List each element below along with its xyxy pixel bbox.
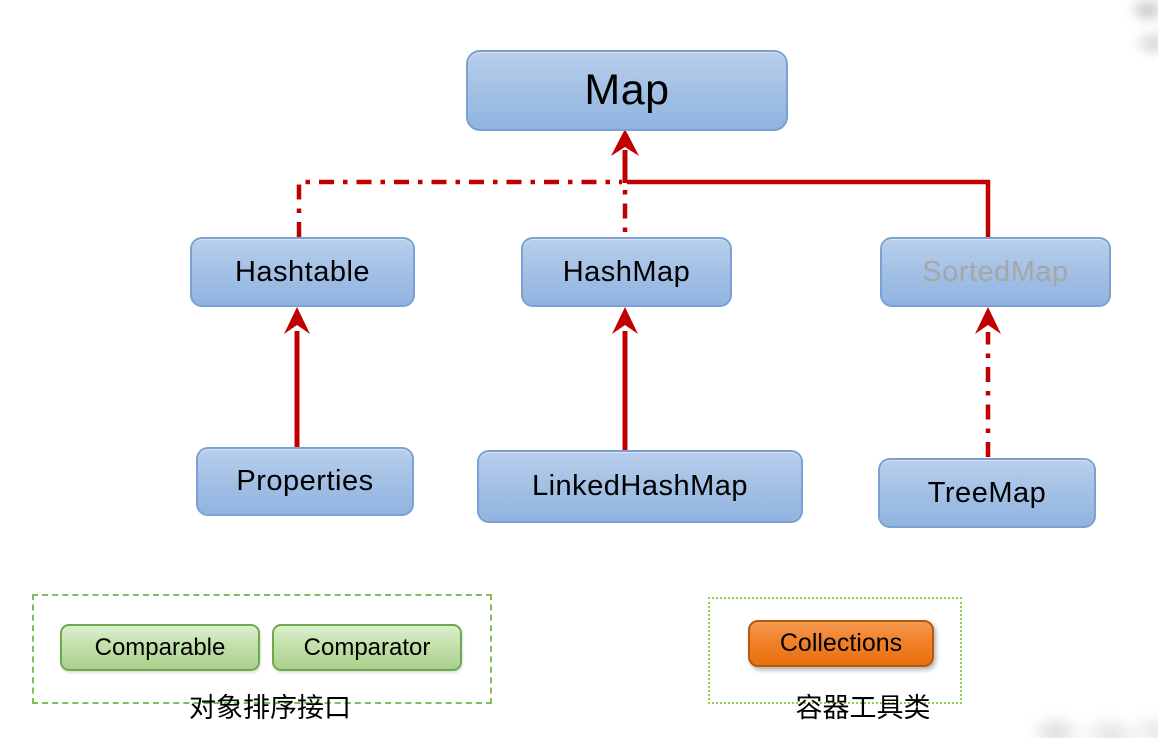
arrowhead-sortedmap (975, 307, 1001, 334)
group-container-utility: Collections (708, 597, 962, 704)
edge-hashtable-branch (296, 179, 622, 237)
caption-sorting-interfaces: 对象排序接口 (189, 693, 351, 723)
edge-sortedmap-branch (627, 179, 991, 237)
arrowhead-hashmap (612, 307, 638, 334)
node-hashtable: Hashtable (190, 237, 415, 307)
group-sorting-interfaces: Comparable Comparator (32, 594, 492, 704)
node-comparable: Comparable (60, 624, 260, 671)
arrowhead-map (611, 129, 639, 156)
arrowhead-hashtable (284, 307, 310, 334)
node-properties: Properties (196, 447, 414, 516)
smudge-artifact-top-right (1093, 0, 1158, 73)
node-map: Map (466, 50, 788, 131)
node-treemap: TreeMap (878, 458, 1096, 528)
node-sortedmap: SortedMap (880, 237, 1111, 307)
caption-container-utility: 容器工具类 (795, 693, 931, 723)
node-hashmap: HashMap (521, 237, 732, 307)
node-comparator: Comparator (272, 624, 462, 671)
node-collections: Collections (748, 620, 934, 667)
node-linkedhashmap: LinkedHashMap (477, 450, 803, 523)
smudge-artifact-bottom-right (1026, 692, 1158, 738)
